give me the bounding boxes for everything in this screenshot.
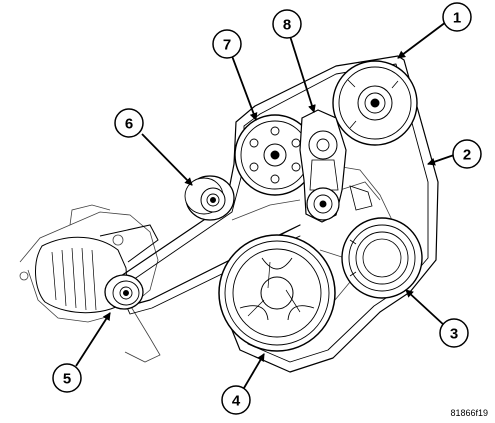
leader-line-8 xyxy=(289,35,316,113)
callout-number-8: 8 xyxy=(283,17,291,34)
tensioner-8 xyxy=(299,109,373,223)
leader-line-2 xyxy=(427,154,455,166)
callout-number-1: 1 xyxy=(453,10,461,27)
callout-6: 6 xyxy=(114,108,144,138)
callout-3: 3 xyxy=(439,318,469,348)
callout-number-2: 2 xyxy=(463,147,471,164)
callout-7: 7 xyxy=(212,29,242,59)
callout-number-6: 6 xyxy=(125,116,133,133)
callout-number-7: 7 xyxy=(223,37,231,54)
leader-line-5 xyxy=(75,312,111,367)
callout-5: 5 xyxy=(52,363,82,393)
pulley-6 xyxy=(184,175,235,221)
leader-line-6 xyxy=(141,133,193,186)
pulley-5 xyxy=(104,274,144,310)
leader-line-7 xyxy=(231,55,258,121)
leader-lines xyxy=(75,21,455,389)
leader-line-1 xyxy=(397,21,447,59)
pulley-7 xyxy=(234,114,316,196)
pulley-4 xyxy=(218,234,336,352)
callout-number-5: 5 xyxy=(63,371,71,388)
callout-1: 1 xyxy=(442,2,472,32)
callout-number-4: 4 xyxy=(232,393,241,410)
callout-8: 8 xyxy=(272,9,302,39)
figure-id: 81866f19 xyxy=(450,408,488,418)
callout-4: 4 xyxy=(221,385,251,415)
callout-number-3: 3 xyxy=(450,326,458,343)
pulley-1 xyxy=(332,60,418,146)
callout-2: 2 xyxy=(452,139,482,169)
pulley-3 xyxy=(341,217,423,299)
leader-line-4 xyxy=(243,353,265,389)
leader-line-3 xyxy=(405,289,446,327)
